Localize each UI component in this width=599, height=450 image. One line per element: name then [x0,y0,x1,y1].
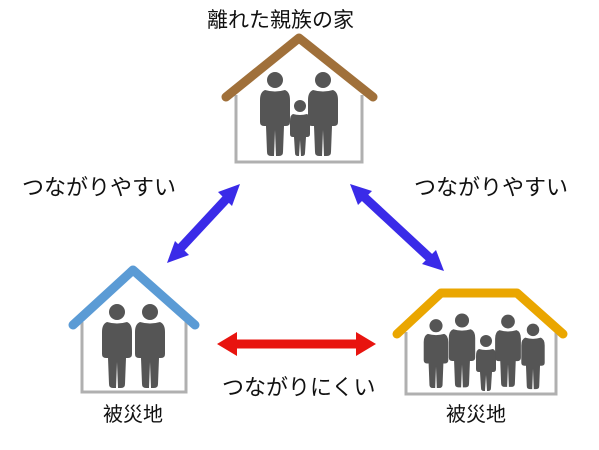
left-link-label: つながりやすい [22,176,177,201]
bottom-left-house-roof [68,265,200,330]
top-house-roof [221,33,378,102]
double-arrow-icon [217,332,376,356]
top-house-label: 離れた親族の家 [207,8,354,32]
bottom-right-house [392,288,568,396]
top-house [221,33,378,164]
bottom-right-house-roof [392,288,568,339]
bottom-right-house-label: 被災地 [446,402,506,426]
right-link-label: つながりやすい [414,176,569,201]
bottom-left-house-walls [80,322,188,394]
bottom-right-house-family [423,313,545,391]
double-arrow-icon [350,184,444,271]
bottom-link-label: つながりにくい [222,376,376,401]
double-arrow-icon [167,184,240,263]
bottom-left-house-label: 被災地 [103,402,163,426]
bottom-left-house [68,265,200,394]
